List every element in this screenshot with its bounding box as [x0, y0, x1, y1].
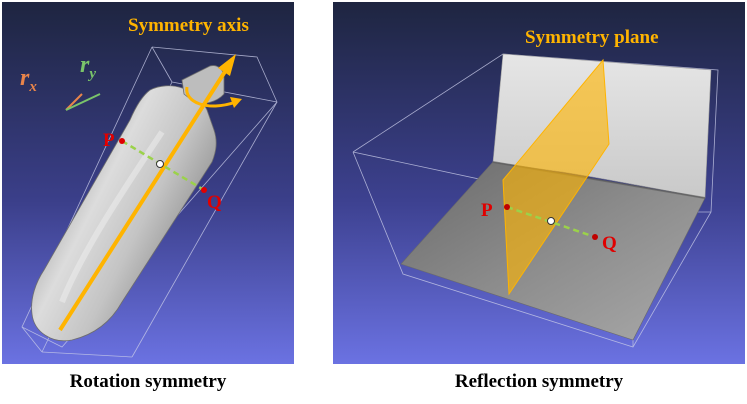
rotation-arrow: [185, 86, 237, 108]
axis-label-rx: rx: [20, 65, 37, 95]
rotation-symmetry-panel: P Q rx ry Symmetry axis: [2, 2, 294, 364]
center-point: [156, 160, 164, 168]
symmetry-plane-title: Symmetry plane: [525, 27, 659, 48]
point-p-marker: [504, 204, 510, 210]
pq-dashed-line: [121, 139, 205, 192]
rotation-scene: P Q rx ry Symmetry axis: [2, 2, 294, 364]
symmetry-axis-title: Symmetry axis: [128, 15, 249, 36]
symmetry-plane: [502, 58, 610, 296]
pq-dashed-line: [506, 205, 596, 239]
reflection-scene: P Q Symmetry plane: [333, 2, 745, 364]
point-q-marker: [201, 187, 207, 193]
bottle-model: [31, 65, 225, 342]
point-q-label: Q: [602, 233, 617, 254]
coordinate-axes: [65, 93, 101, 111]
symmetry-axis: [58, 54, 236, 332]
rotation-arrowhead: [230, 97, 242, 108]
axis-arrowhead: [218, 54, 236, 76]
point-p-label: P: [481, 200, 493, 221]
axis-label-ry: ry: [80, 52, 96, 82]
point-p-label: P: [103, 130, 115, 151]
point-p-marker: [119, 138, 125, 144]
rotation-symmetry-caption: Rotation symmetry: [69, 371, 227, 392]
reflection-symmetry-caption: Reflection symmetry: [454, 371, 624, 392]
point-q-label: Q: [207, 192, 222, 213]
reflection-symmetry-panel: P Q Symmetry plane: [333, 2, 745, 364]
center-point: [547, 217, 555, 225]
point-q-marker: [592, 234, 598, 240]
